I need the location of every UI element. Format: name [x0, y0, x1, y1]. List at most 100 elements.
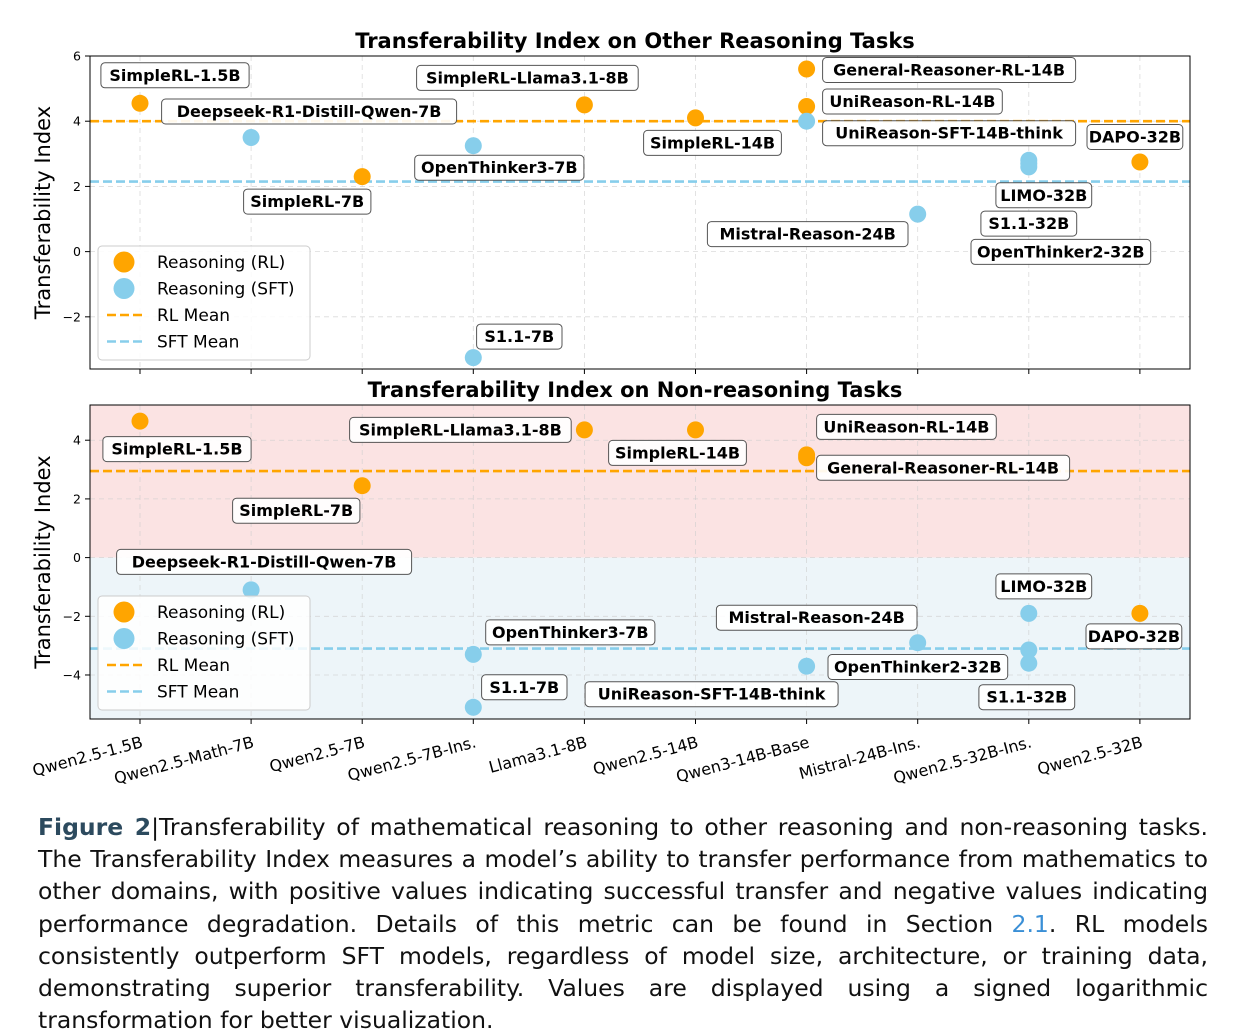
point-label: General-Reasoner-RL-14B: [816, 454, 1071, 481]
point-label-text: S1.1-32B: [988, 214, 1069, 233]
point-label-text: SimpleRL-14B: [650, 133, 775, 152]
point-label-box: [608, 439, 747, 466]
sft-point: [242, 581, 260, 599]
point-label: Deepseek-R1-Distill-Qwen-7B: [116, 548, 413, 575]
rl-point: [798, 98, 816, 115]
legend-box: [97, 245, 311, 361]
point-label-box: [827, 654, 1009, 680]
legend-label: SFT Mean: [157, 333, 239, 353]
point-label-box: [822, 57, 1077, 83]
chart-panel-2: SimpleRL-1.5B SimpleRL-7B SimpleRL-Llama3.…: [30, 378, 1191, 788]
point-label: OpenThinker2-32B: [827, 654, 1009, 680]
point-label: S1.1-32B: [980, 210, 1078, 237]
legend-label: RL Mean: [157, 656, 230, 676]
legend-label: Reasoning (SFT): [157, 630, 295, 650]
point-label: UniReason-SFT-14B-think: [822, 120, 1077, 147]
point-label: OpenThinker2-32B: [970, 238, 1152, 265]
y-tick-label: −2: [63, 309, 81, 324]
sft-point: [1020, 158, 1038, 176]
point-label-text: OpenThinker3-7B: [421, 158, 578, 177]
plot-frame: [89, 55, 1191, 370]
legend-sft-marker: [113, 278, 135, 299]
point-label: OpenThinker3-7B: [414, 154, 585, 181]
point-label-box: [643, 129, 782, 156]
caption-figure-label: Figure 2: [38, 813, 152, 841]
point-label-box: [822, 120, 1077, 147]
point-label-box: [100, 62, 250, 89]
y-tick-label: 2: [73, 179, 81, 194]
point-label-text: LIMO-32B: [1000, 186, 1087, 205]
point-label-text: General-Reasoner-RL-14B: [833, 61, 1065, 80]
figure: SimpleRL-1.5B SimpleRL-7B SimpleRL-Llama3.…: [30, 29, 1191, 788]
sft-point: [464, 645, 482, 663]
y-tick-label: 6: [73, 49, 81, 64]
legend-label: Reasoning (SFT): [157, 280, 295, 300]
point-label: DAPO-32B: [1086, 124, 1184, 150]
point-label: General-Reasoner-RL-14B: [822, 57, 1077, 83]
point-label-text: OpenThinker2-32B: [834, 658, 1002, 677]
point-label-text: Deepseek-R1-Distill-Qwen-7B: [177, 102, 442, 121]
y-tick-label: −2: [63, 609, 81, 624]
y-axis-label: Transferability Index: [31, 106, 55, 320]
point-label-text: OpenThinker3-7B: [492, 623, 649, 642]
point-label: Mistral-Reason-24B: [715, 604, 918, 631]
chart-panel-1: SimpleRL-1.5B SimpleRL-7B SimpleRL-Llama3.…: [31, 29, 1191, 374]
legend: Reasoning (RL)Reasoning (SFT)RL MeanSFT …: [97, 595, 311, 711]
point-label-box: [161, 98, 458, 125]
y-tick-label: −4: [63, 667, 81, 682]
point-label: UniReason-RL-14B: [816, 413, 997, 440]
point-label: Deepseek-R1-Distill-Qwen-7B: [161, 98, 458, 125]
chart-title: Transferability Index on Non-reasoning T…: [368, 378, 903, 402]
sft-point: [1020, 604, 1038, 622]
rl-point: [353, 477, 371, 495]
x-tick-label: Qwen2.5-7B-Ins.: [346, 732, 479, 785]
sft-point: [464, 698, 482, 716]
point-label: S1.1-7B: [476, 323, 563, 350]
y-tick-label: 2: [73, 491, 81, 506]
rl-point: [687, 109, 704, 127]
point-label-text: S1.1-7B: [484, 327, 554, 346]
point-label-box: [584, 681, 839, 708]
sft-point: [798, 657, 816, 675]
point-label-text: DAPO-32B: [1088, 627, 1180, 646]
point-label-text: SimpleRL-1.5B: [111, 440, 242, 459]
point-label: SimpleRL-7B: [232, 497, 361, 524]
point-label: SimpleRL-Llama3.1-8B: [416, 64, 639, 91]
point-label-box: [232, 497, 361, 524]
point-label-box: [995, 573, 1093, 600]
point-label-text: SimpleRL-14B: [615, 443, 740, 462]
sft-point: [464, 349, 482, 367]
point-label-box: [978, 684, 1076, 711]
point-label-text: DAPO-32B: [1089, 128, 1181, 147]
y-tick-label: 0: [73, 244, 81, 259]
rl-point: [1131, 153, 1149, 171]
sft-point: [798, 112, 816, 130]
point-label-box: [816, 454, 1071, 481]
rl-point: [798, 449, 816, 467]
point-label-text: SimpleRL-Llama3.1-8B: [359, 420, 562, 439]
y-axis-label: Transferability Index: [31, 455, 55, 669]
rl-point: [575, 96, 593, 114]
point-label-box: [715, 604, 918, 631]
point-label: SimpleRL-1.5B: [100, 62, 250, 89]
point-label-text: SimpleRL-1.5B: [109, 66, 240, 85]
point-label-box: [102, 436, 252, 463]
sft-point: [1020, 654, 1038, 672]
sft-point: [242, 129, 260, 146]
plot-frame: [89, 404, 1191, 720]
point-label-text: LIMO-32B: [1000, 577, 1087, 596]
legend-sft-marker: [113, 628, 135, 649]
point-label: SimpleRL-7B: [243, 188, 372, 215]
sft-point: [1020, 641, 1038, 659]
rl-point: [687, 421, 704, 439]
caption-section-link[interactable]: 2.1: [1011, 909, 1049, 938]
point-label-box: [416, 64, 639, 91]
point-label-box: [1086, 124, 1184, 150]
point-label-box: [980, 210, 1078, 237]
point-label: OpenThinker3-7B: [485, 619, 656, 646]
point-label-box: [485, 619, 656, 646]
point-label: LIMO-32B: [995, 182, 1093, 209]
point-label-box: [481, 674, 568, 701]
point-label-box: [349, 416, 572, 443]
point-label-text: UniReason-SFT-14B-think: [598, 685, 826, 704]
